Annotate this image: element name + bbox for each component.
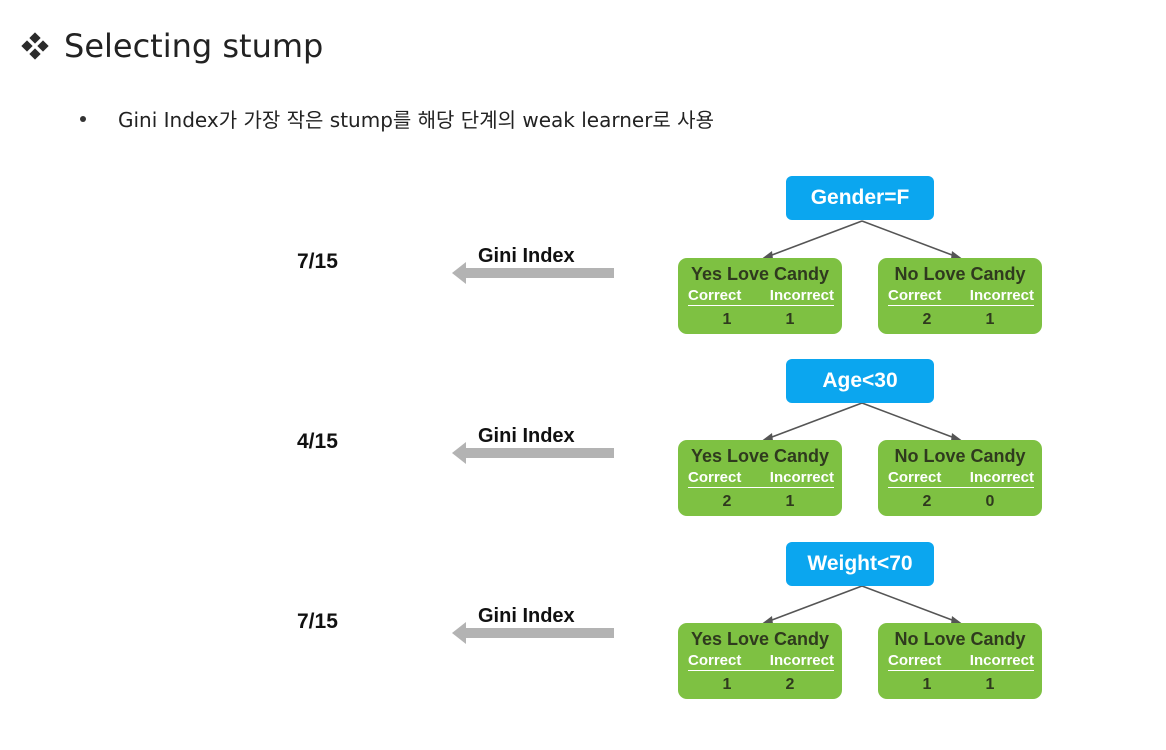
col-correct: Correct: [688, 287, 742, 304]
col-correct: Correct: [688, 469, 742, 486]
root-node: Age<30: [786, 359, 934, 403]
col-correct: Correct: [888, 287, 942, 304]
root-node: Weight<70: [786, 542, 934, 586]
connector-arrowhead: [760, 616, 773, 625]
incorrect-count: 2: [785, 676, 795, 693]
connector-line: [861, 585, 961, 624]
left-arrow-icon: [452, 442, 614, 464]
leaf-node-no: No Love Candy Correct Incorrect 2 0: [878, 440, 1042, 516]
correct-count: 1: [722, 311, 732, 328]
leaf-values: 2 1: [678, 493, 842, 513]
connector-line: [861, 402, 961, 441]
leaf-title: No Love Candy: [894, 264, 1026, 284]
col-incorrect: Incorrect: [969, 652, 1034, 669]
connector-arrowhead: [951, 251, 964, 260]
leaf-values: 1 2: [678, 676, 842, 696]
gini-index-label: Gini Index: [478, 605, 575, 627]
leaf-header: Correct Incorrect: [688, 287, 834, 306]
connector-arrowhead: [951, 433, 964, 442]
incorrect-count: 1: [985, 311, 995, 328]
leaf-header: Correct Incorrect: [688, 652, 834, 671]
incorrect-count: 1: [985, 676, 995, 693]
bullet-dot-icon: [80, 115, 86, 122]
connector-arrowhead: [951, 616, 964, 625]
incorrect-count: 0: [985, 493, 995, 510]
leaf-values: 1 1: [878, 676, 1042, 696]
leaf-node-yes: Yes Love Candy Correct Incorrect 1 2: [678, 623, 842, 699]
connector-line: [763, 220, 863, 259]
leaf-header: Correct Incorrect: [888, 652, 1034, 671]
leaf-node-no: No Love Candy Correct Incorrect 2 1: [878, 258, 1042, 334]
connector-line: [763, 585, 863, 624]
correct-count: 1: [722, 676, 732, 693]
bullet-text: Gini Index가 가장 작은 stump를 해당 단계의 weak lea…: [118, 108, 714, 132]
connector-line: [861, 220, 961, 259]
gini-value: 7/15: [297, 250, 338, 273]
leaf-node-no: No Love Candy Correct Incorrect 1 1: [878, 623, 1042, 699]
col-incorrect: Incorrect: [969, 287, 1034, 304]
leaf-title: Yes Love Candy: [690, 264, 830, 284]
col-correct: Correct: [888, 652, 942, 669]
correct-count: 2: [922, 311, 932, 328]
incorrect-count: 1: [785, 493, 795, 510]
leaf-values: 1 1: [678, 311, 842, 331]
leaf-title: Yes Love Candy: [690, 446, 830, 466]
slide-title: Selecting stump: [21, 22, 324, 70]
gini-index-label: Gini Index: [478, 245, 575, 267]
connector-arrowhead: [760, 433, 773, 442]
correct-count: 1: [922, 676, 932, 693]
slide-title-text: Selecting stump: [64, 27, 324, 65]
leaf-node-yes: Yes Love Candy Correct Incorrect 2 1: [678, 440, 842, 516]
connector-line: [763, 402, 863, 441]
col-incorrect: Incorrect: [769, 469, 834, 486]
left-arrow-icon: [452, 622, 614, 644]
leaf-header: Correct Incorrect: [888, 287, 1034, 306]
leaf-title: No Love Candy: [894, 446, 1026, 466]
col-incorrect: Incorrect: [969, 469, 1034, 486]
leaf-header: Correct Incorrect: [688, 469, 834, 488]
correct-count: 2: [922, 493, 932, 510]
leaf-node-yes: Yes Love Candy Correct Incorrect 1 1: [678, 258, 842, 334]
root-node: Gender=F: [786, 176, 934, 220]
col-correct: Correct: [888, 469, 942, 486]
leaf-title: No Love Candy: [894, 629, 1026, 649]
leaf-values: 2 1: [878, 311, 1042, 331]
col-incorrect: Incorrect: [769, 652, 834, 669]
gini-index-label: Gini Index: [478, 425, 575, 447]
bullet-point: Gini Index가 가장 작은 stump를 해당 단계의 weak lea…: [80, 104, 714, 133]
gini-value: 4/15: [297, 430, 338, 453]
connector-arrowhead: [760, 251, 773, 260]
col-incorrect: Incorrect: [769, 287, 834, 304]
correct-count: 2: [722, 493, 732, 510]
leaf-title: Yes Love Candy: [690, 629, 830, 649]
col-correct: Correct: [688, 652, 742, 669]
left-arrow-icon: [452, 262, 614, 284]
incorrect-count: 1: [785, 311, 795, 328]
gini-value: 7/15: [297, 610, 338, 633]
leaf-header: Correct Incorrect: [888, 469, 1034, 488]
leaf-values: 2 0: [878, 493, 1042, 513]
